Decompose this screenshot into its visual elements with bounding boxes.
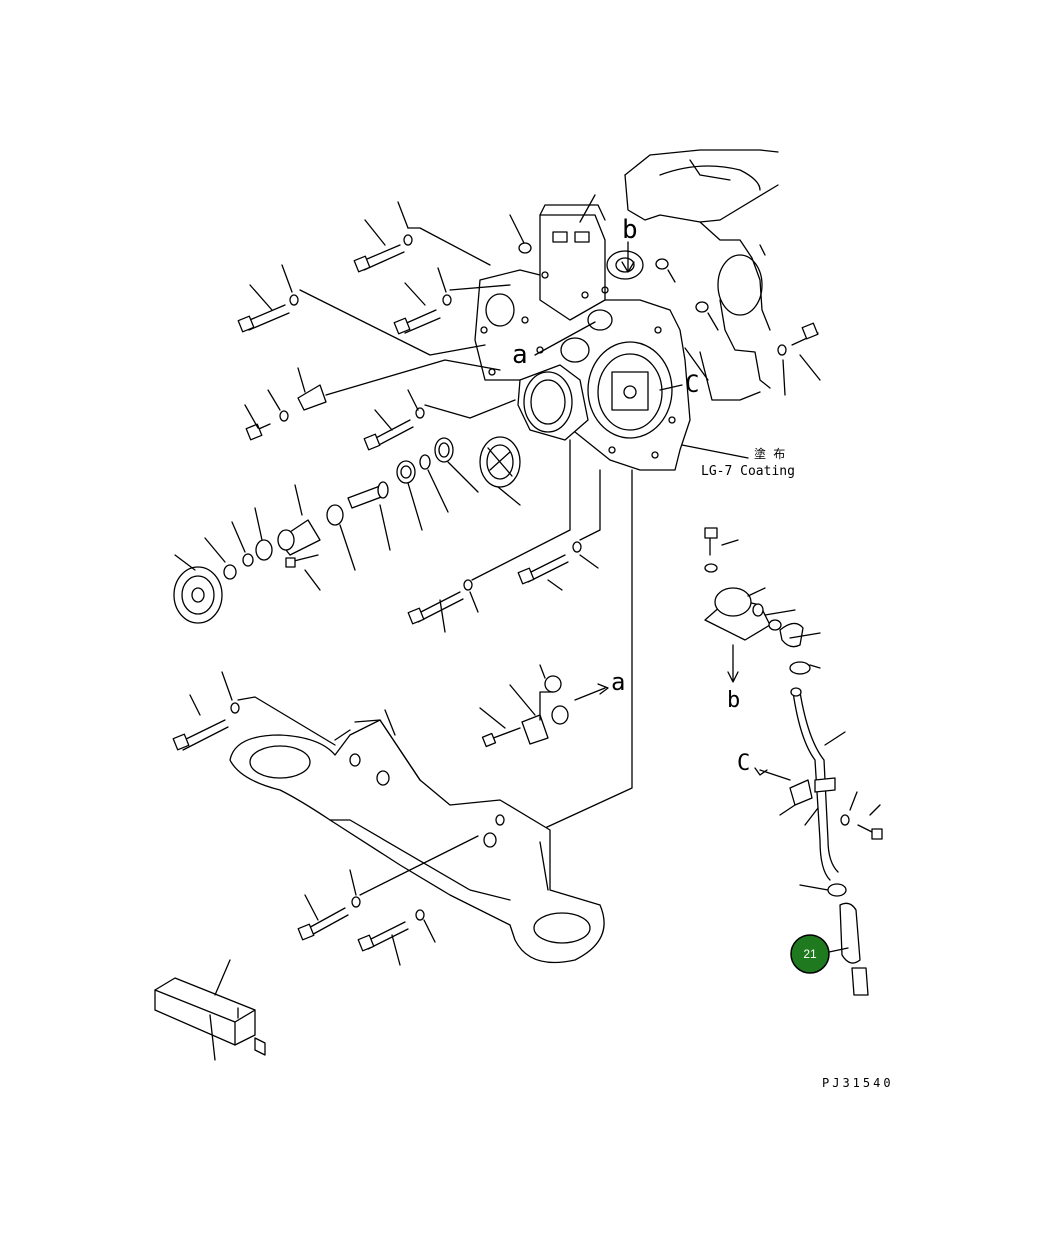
- sensor-assembly: [479, 664, 609, 748]
- pulley-assembly: [173, 484, 321, 624]
- breather-assembly: [704, 527, 883, 996]
- coating-jp-label: 塗 布: [754, 446, 785, 461]
- arrow-c-right: [659, 384, 683, 391]
- badge-number: 21: [803, 947, 817, 961]
- arrow-a-left: [534, 321, 596, 356]
- label-b-lower: b: [727, 688, 740, 713]
- badge-leader: [828, 947, 849, 953]
- gear-set: [326, 436, 521, 571]
- special-tool: [154, 959, 266, 1061]
- front-cover: [474, 204, 691, 471]
- bolt-set-top: [237, 194, 821, 451]
- coating-leader: [681, 444, 749, 459]
- label-a-left: a: [512, 340, 528, 370]
- drawing-number: PJ31540: [822, 1076, 894, 1090]
- callout-badge-21[interactable]: 21: [790, 934, 849, 974]
- label-b-top: b: [622, 215, 638, 245]
- badge-circle[interactable]: [790, 934, 830, 974]
- bolt-set-mid: [407, 439, 633, 829]
- label-c-right: C: [685, 370, 699, 398]
- label-a-lower: a: [611, 668, 625, 696]
- bolt-set-bottom: [172, 671, 479, 966]
- engine-mount: [229, 709, 605, 964]
- arrowhead-b-top: [621, 261, 635, 273]
- coating-en-label: LG-7 Coating: [701, 464, 795, 479]
- label-c-lower: C: [737, 751, 750, 776]
- engine-block: [624, 149, 779, 401]
